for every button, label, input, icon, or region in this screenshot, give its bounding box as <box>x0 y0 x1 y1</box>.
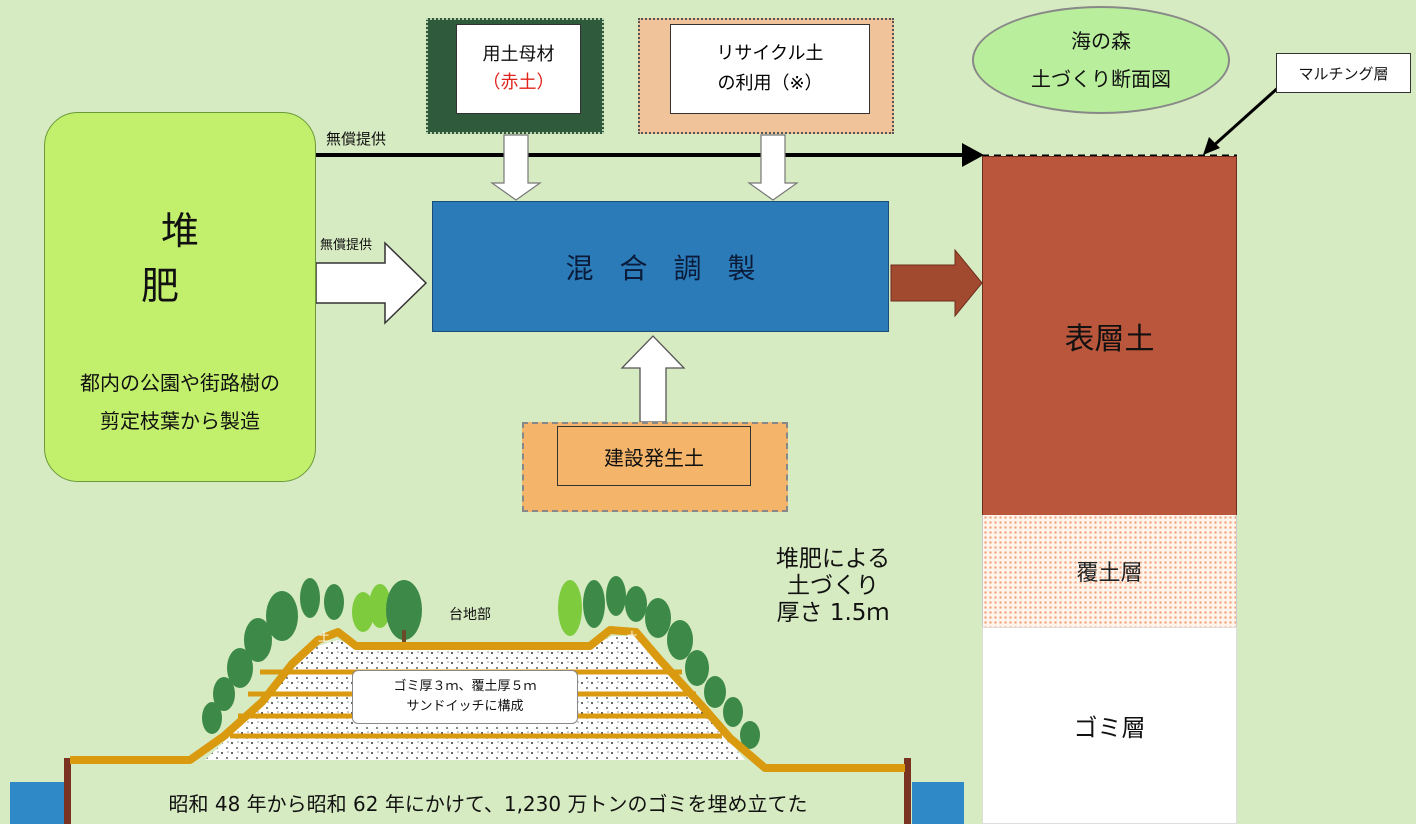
construction-soil-box: 建設発生土 <box>557 426 751 486</box>
red-soil-line1: 用土母材 <box>482 44 555 65</box>
red-soil-box: 用土母材 （赤土） <box>456 24 581 114</box>
compost-description-line2: 剪定枝葉から製造 <box>100 409 260 433</box>
compost-description: 都内の公園や街路樹の 剪定枝葉から製造 <box>44 364 316 440</box>
top-soil-left-label: 土 <box>318 630 331 644</box>
cover-soil-layer: 覆土層 <box>982 515 1237 627</box>
mulching-pointer-line <box>1210 84 1282 149</box>
water-left <box>10 782 66 824</box>
free-supply-middle-label: 無償提供 <box>320 238 373 253</box>
mulching-pointer-head <box>1203 137 1220 155</box>
redsoil-down-arrow <box>490 134 542 201</box>
mulching-layer-label: マルチング層 <box>1276 53 1411 93</box>
red-soil-line2: （赤土） <box>482 72 555 93</box>
history-note: 昭和 48 年から昭和 62 年にかけて、1,230 万トンのゴミを埋め立てた <box>168 792 808 816</box>
topsoil-layer: 表層土 <box>982 156 1237 516</box>
top-soil-right-label: 土 <box>626 630 639 644</box>
diagram-title-ellipse: 海の森 土づくり断面図 <box>972 6 1230 114</box>
soil-building-line1: 堆肥による <box>775 546 891 572</box>
recycled-soil-line2: の利用（※） <box>717 73 823 94</box>
water-right <box>912 782 964 824</box>
construction-up-arrow <box>620 335 686 423</box>
soil-building-line2: 土づくり <box>787 573 879 599</box>
recycle-down-arrow <box>747 134 799 201</box>
soil-building-note: 堆肥による 土づくり 厚さ 1.5ｍ <box>748 546 918 627</box>
recycled-soil-line1: リサイクル土 <box>716 43 824 64</box>
garbage-layer: ゴミ層 <box>982 627 1237 824</box>
garbage-note-line1: ゴミ厚３ｍ、覆土厚５ｍ <box>393 679 537 694</box>
free-supply-top-label: 無償提供 <box>326 130 387 148</box>
trees <box>202 576 760 749</box>
garbage-note-line2: サンドイッチに構成 <box>406 699 524 714</box>
plateau-label: 台地部 <box>449 607 491 623</box>
diagram-title-line2: 土づくり断面図 <box>1031 67 1171 91</box>
mixing-box: 混合調製 <box>432 201 889 332</box>
compost-box <box>44 112 316 482</box>
diagram-title-line1: 海の森 <box>1071 29 1131 53</box>
embankment-outline <box>70 626 905 772</box>
seawall-left <box>64 758 71 824</box>
mix-output-arrow <box>890 248 983 318</box>
garbage-structure-note: ゴミ厚３ｍ、覆土厚５ｍ サンドイッチに構成 <box>352 670 578 724</box>
compost-title: 堆 肥 <box>140 209 318 308</box>
free-supply-arrow-head <box>962 143 984 167</box>
soil-building-line3: 厚さ 1.5ｍ <box>776 600 890 626</box>
recycled-soil-box: リサイクル土 の利用（※） <box>670 24 870 114</box>
seawall-right <box>904 758 911 824</box>
compost-right-arrow <box>315 241 428 325</box>
construction-soil-frame <box>522 422 788 512</box>
compost-description-line1: 都内の公園や街路樹の <box>80 371 280 395</box>
